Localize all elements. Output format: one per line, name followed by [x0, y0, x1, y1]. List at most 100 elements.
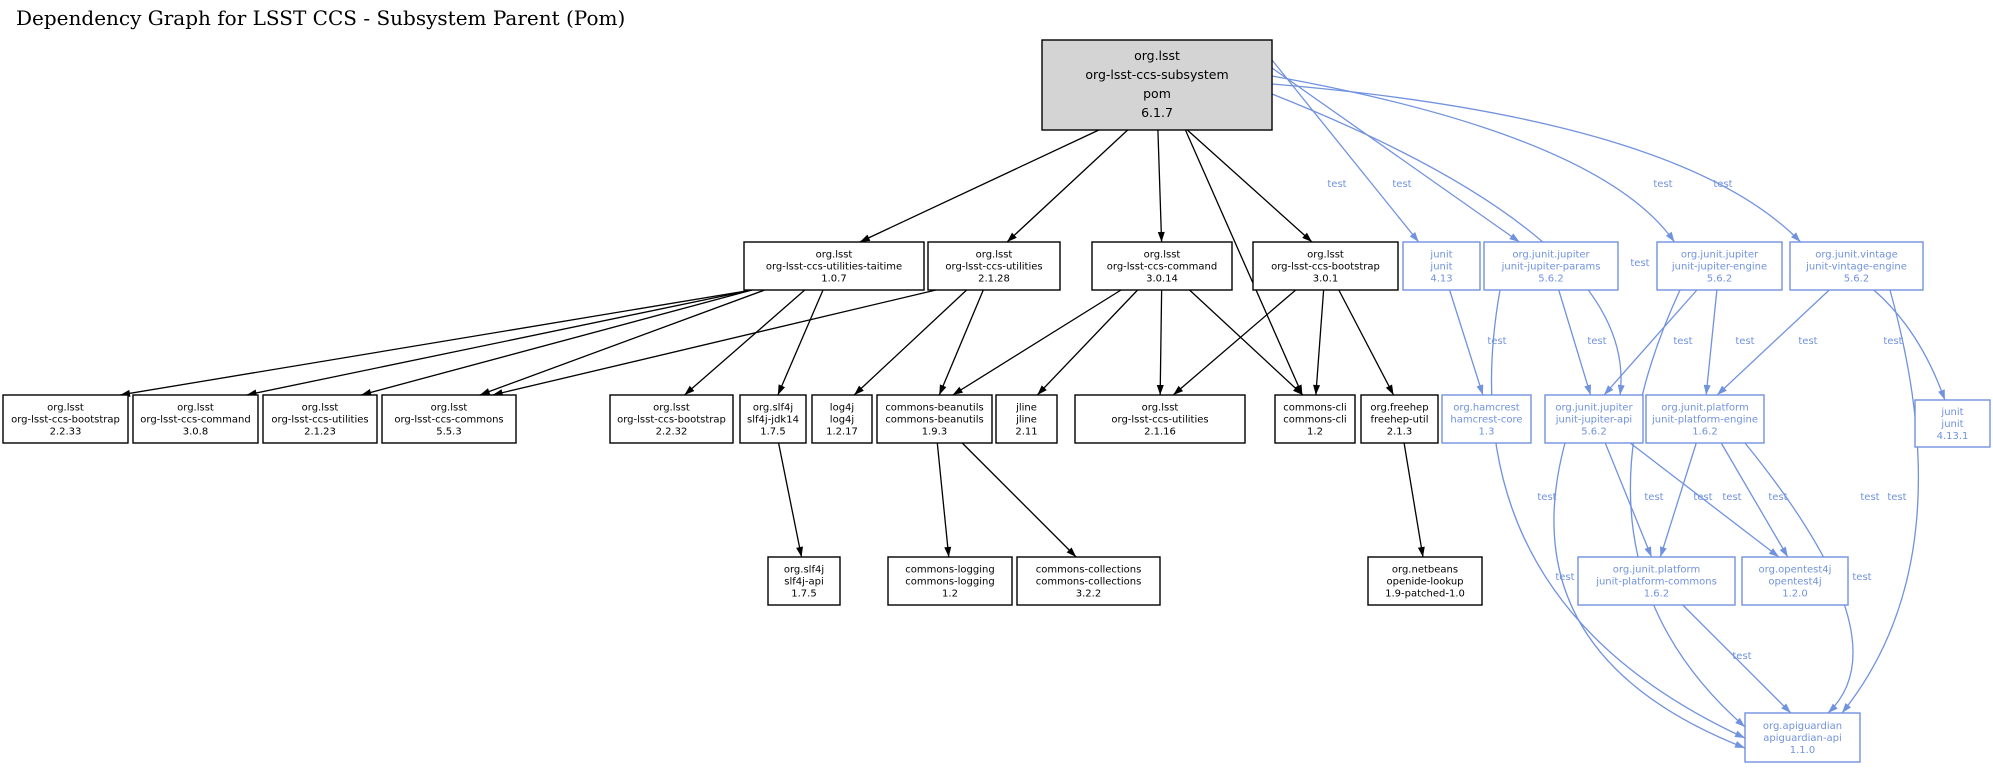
node-box-platformEngine — [1645, 394, 1765, 444]
edge-label-test-20: test — [1732, 651, 1751, 662]
node-box-openide — [1367, 556, 1483, 606]
node-label-openide-1: openide-lookup — [1386, 577, 1463, 588]
node-label-slf4japi-1: slf4j-api — [784, 577, 824, 588]
edge-freehep-openide — [1403, 442, 1424, 558]
arrowhead-root-bootstrap301 — [1302, 232, 1313, 242]
edge-taitime-utilities2123 — [360, 289, 753, 396]
node-label-slf4j-0: org.slf4j — [753, 403, 793, 414]
edge-taitime-bootstrap2233 — [119, 289, 753, 396]
node-label-log4j-1: log4j — [830, 415, 854, 426]
node-label-jline-2: 2.11 — [1015, 427, 1037, 438]
arrowhead-platformEngine-platformCommons — [1660, 546, 1667, 557]
node-box-vintageEngine — [1789, 241, 1924, 291]
node-label-platformEngine-1: junit-platform-engine — [1651, 415, 1758, 426]
node-box-taitime — [743, 241, 925, 291]
node-label-command3014-1: org-lsst-ccs-command — [1107, 262, 1217, 273]
node-label-jupiterParams-0: org.junit.jupiter — [1512, 250, 1590, 261]
node-label-bootstrap2233-1: org-lsst-ccs-bootstrap — [11, 415, 120, 426]
node-label-log4j-2: 1.2.17 — [826, 427, 858, 438]
node-label-jupiterParams-1: junit-jupiter-params — [1501, 262, 1601, 273]
edge-utilities2128-beanutils — [938, 289, 984, 396]
node-label-beanutils-1: commons-beanutils — [885, 415, 983, 426]
edge-label-test-4: test — [1630, 258, 1649, 269]
node-label-freehep-1: freehep-util — [1371, 415, 1429, 426]
node-label-command308-2: 3.0.8 — [183, 427, 208, 438]
node-label-root-0: org.lsst — [1134, 48, 1180, 63]
node-label-junit4131-2: 4.13.1 — [1937, 431, 1969, 442]
node-label-utilities2116-1: org-lsst-ccs-utilities — [1111, 415, 1208, 426]
edge-label-test-15: test — [1768, 492, 1787, 503]
arrowhead-vintageEngine-platformEngine — [1717, 385, 1727, 395]
node-label-bootstrap2232-0: org.lsst — [653, 403, 690, 414]
node-label-cli-1: commons-cli — [1283, 415, 1346, 426]
arrowhead-beanutils-logging — [944, 546, 952, 557]
edge-label-test-10: test — [1883, 336, 1902, 347]
arrowhead-root-taitime — [859, 234, 871, 242]
node-label-slf4j-1: slf4j-jdk14 — [747, 415, 799, 426]
arrowhead-jupiterEngine-platformEngine — [1703, 384, 1711, 395]
arrowhead-jupiterEngine-jupiterApi — [1604, 385, 1614, 395]
arrowhead-bootstrap301-freehep — [1385, 384, 1394, 395]
node-label-utilities2128-2: 2.1.28 — [978, 274, 1010, 285]
node-label-bootstrap2232-2: 2.2.32 — [656, 427, 688, 438]
edge-root-cli — [1184, 129, 1303, 396]
node-label-utilities2123-1: org-lsst-ccs-utilities — [271, 415, 368, 426]
arrowhead-taitime-commons553 — [479, 388, 491, 395]
edge-label-test-3: test — [1713, 179, 1732, 190]
edge-label-test-18: test — [1555, 572, 1574, 583]
node-box-beanutils — [876, 394, 993, 444]
edge-bootstrap301-cli — [1315, 289, 1325, 396]
edge-root-vintageEngine — [1271, 83, 1802, 243]
node-label-jupiterApi-0: org.junit.jupiter — [1555, 403, 1633, 414]
node-box-bootstrap301 — [1252, 241, 1399, 291]
edge-vintageEngine-apiguardian — [1841, 289, 1920, 714]
edge-jupiterParams-apiguardian — [1490, 289, 1746, 739]
node-label-jline-1: jline — [1015, 415, 1037, 426]
node-label-vintageEngine-1: junit-vintage-engine — [1805, 262, 1907, 273]
edge-jupiterEngine-platformEngine — [1705, 289, 1718, 396]
arrowhead-command3014-cli — [1293, 385, 1303, 395]
node-label-taitime-0: org.lsst — [816, 250, 853, 261]
node-label-junit4131-1: junit — [1940, 419, 1963, 430]
node-label-freehep-2: 2.1.3 — [1387, 427, 1412, 438]
node-label-slf4j-2: 1.7.5 — [760, 427, 785, 438]
edge-command3014-cli — [1189, 289, 1304, 396]
edge-label-test-16: test — [1860, 492, 1879, 503]
node-label-jupiterApi-1: junit-jupiter-api — [1555, 415, 1632, 426]
node-label-beanutils-0: commons-beanutils — [885, 403, 983, 414]
edge-platformEngine-opentest4j — [1720, 442, 1789, 558]
node-box-logging — [887, 556, 1013, 606]
node-label-command308-1: org-lsst-ccs-command — [140, 415, 250, 426]
arrowhead-bootstrap301-utilities2116 — [1173, 385, 1184, 395]
node-label-bootstrap2233-2: 2.2.33 — [50, 427, 82, 438]
edge-utilities2128-log4j — [853, 289, 968, 396]
edge-taitime-bootstrap2232 — [684, 289, 806, 396]
node-label-platformCommons-1: junit-platform-commons — [1595, 577, 1717, 588]
arrowhead-command3014-jline — [1037, 385, 1047, 395]
edge-platformEngine-platformCommons — [1659, 442, 1697, 558]
node-box-jupiterParams — [1483, 241, 1619, 291]
edge-jupiterApi-apiguardian — [1553, 442, 1746, 749]
edge-root-jupiterParams — [1271, 67, 1520, 243]
node-box-junit4131 — [1914, 399, 1991, 448]
arrowhead-root-junit413 — [1409, 232, 1419, 242]
node-box-jupiterEngine — [1656, 241, 1783, 291]
node-label-logging-2: 1.2 — [942, 589, 958, 600]
node-label-taitime-1: org-lsst-ccs-utilities-taitime — [766, 262, 902, 273]
node-label-hamcrest-2: 1.3 — [1479, 427, 1495, 438]
arrowhead-bootstrap301-cli — [1313, 384, 1321, 395]
graph-title: Dependency Graph for LSST CCS - Subsyste… — [16, 6, 626, 30]
edge-root-bootstrap301 — [1186, 129, 1313, 243]
node-box-command308 — [132, 394, 259, 444]
node-label-cli-0: commons-cli — [1283, 403, 1346, 414]
node-box-slf4japi — [767, 556, 841, 606]
node-box-jupiterApi — [1544, 394, 1644, 444]
node-label-commons553-2: 5.5.3 — [436, 427, 461, 438]
edge-label-test-7: test — [1673, 336, 1692, 347]
edge-taitime-commons553 — [479, 289, 765, 396]
arrowhead-root-jupiterApi — [1617, 384, 1625, 395]
node-box-hamcrest — [1441, 394, 1532, 444]
node-label-commons553-0: org.lsst — [431, 403, 468, 414]
edge-jupiterApi-platformCommons — [1604, 442, 1653, 558]
